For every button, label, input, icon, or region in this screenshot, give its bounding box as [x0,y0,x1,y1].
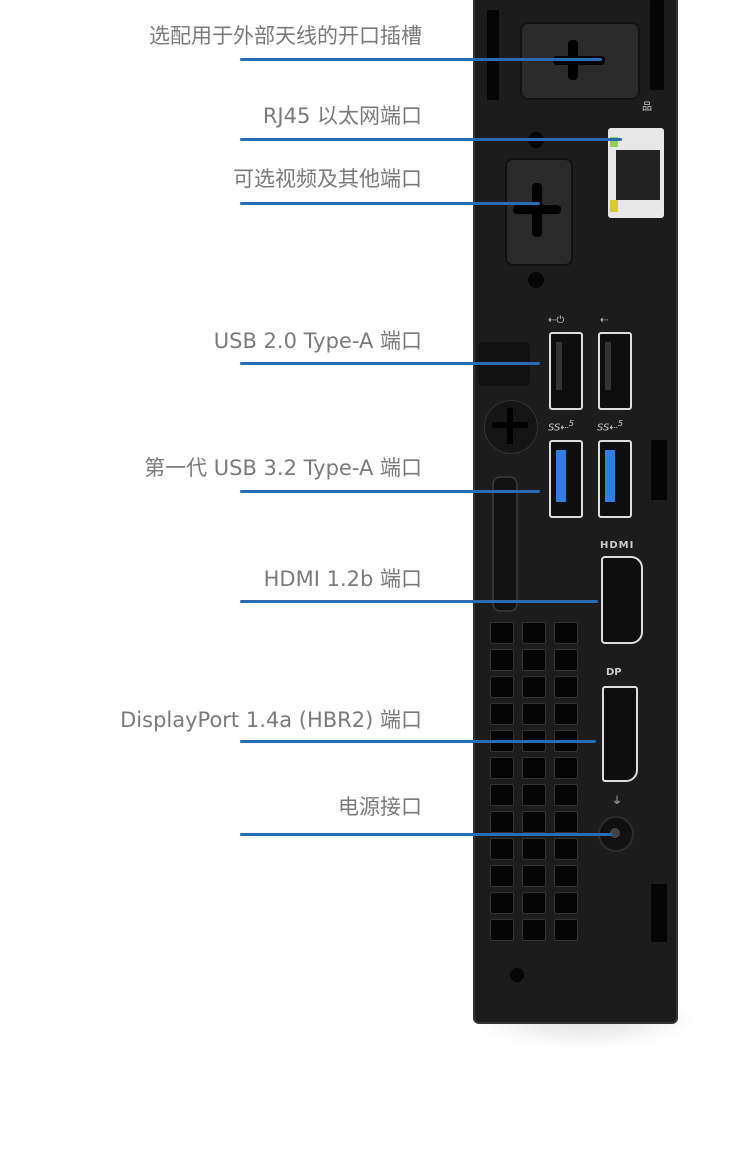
vent-hole [522,892,546,914]
label-power: 电源接口 [338,795,422,819]
vent-hole [554,811,578,833]
displayport-port [602,686,638,782]
leader-line-antenna [240,58,602,61]
vent-hole [490,838,514,860]
vent-hole [522,676,546,698]
vent-hole [522,865,546,887]
vent-hole [490,919,514,941]
vent-hole [490,811,514,833]
label-rj45: RJ45 以太网端口 [262,104,422,128]
link-led [610,137,618,147]
usb-icon: ⇠ [600,315,609,326]
screw-hole [510,968,524,982]
vent-hole [554,865,578,887]
vent-hole [490,892,514,914]
vent-hole [490,703,514,725]
vent-hole [522,838,546,860]
usb3-port-1 [549,440,583,518]
vent-hole [554,892,578,914]
vent-hole [554,676,578,698]
vent-hole [554,649,578,671]
label-usb3: 第一代 USB 3.2 Type-A 端口 [144,456,422,480]
vent-hole [522,919,546,941]
label-hdmi: HDMI 1.2b 端口 [263,567,422,591]
vent-hole [522,622,546,644]
hdmi-logo: HDMI [600,540,635,551]
vent-hole [554,703,578,725]
vent-slot [651,884,667,942]
usb2-port-2 [598,332,632,410]
vent-hole [490,865,514,887]
leader-line-power [240,833,612,836]
vent-hole [554,838,578,860]
vent-hole [522,784,546,806]
power-plug-icon: ⏚ [612,796,622,807]
label-usb2: USB 2.0 Type-A 端口 [213,329,422,353]
vent-hole [554,757,578,779]
label-optional-video: 可选视频及其他端口 [233,167,422,191]
network-icon: 品 [642,102,652,113]
leader-line-rj45 [240,138,622,141]
activity-led [610,200,618,212]
screw-hole [528,272,544,288]
vent-slot [651,440,667,500]
vent-hole [522,703,546,725]
security-loop [492,476,518,612]
vent-hole [490,676,514,698]
hdmi-port [601,556,643,644]
vent-hole [490,784,514,806]
usb-power-icon: ⇠⏻ [548,315,565,326]
vent-slot [650,0,664,90]
leader-line-displayport [240,740,596,743]
displayport-logo: DP [606,667,622,678]
label-antenna-slot: 选配用于外部天线的开口插槽 [149,24,422,48]
vent-hole [490,757,514,779]
leader-line-hdmi [240,600,598,603]
vent-slot [487,10,499,100]
vent-grille [490,622,580,952]
vent-hole [490,622,514,644]
leader-line-usb2 [240,362,540,365]
usb2-port-1 [549,332,583,410]
leader-line-usb3 [240,490,540,493]
vent-hole [522,811,546,833]
superspeed-icon: SS⇠5 [548,418,575,434]
vent-hole [554,919,578,941]
vent-hole [522,649,546,671]
label-displayport: DisplayPort 1.4a (HBR2) 端口 [120,708,422,732]
leader-line-optional-video [240,202,540,205]
usb3-port-2 [598,440,632,518]
vent-hole [522,757,546,779]
superspeed-icon: SS⇠5 [597,418,624,434]
vent-hole [490,649,514,671]
vent-hole [554,784,578,806]
vent-hole [554,622,578,644]
